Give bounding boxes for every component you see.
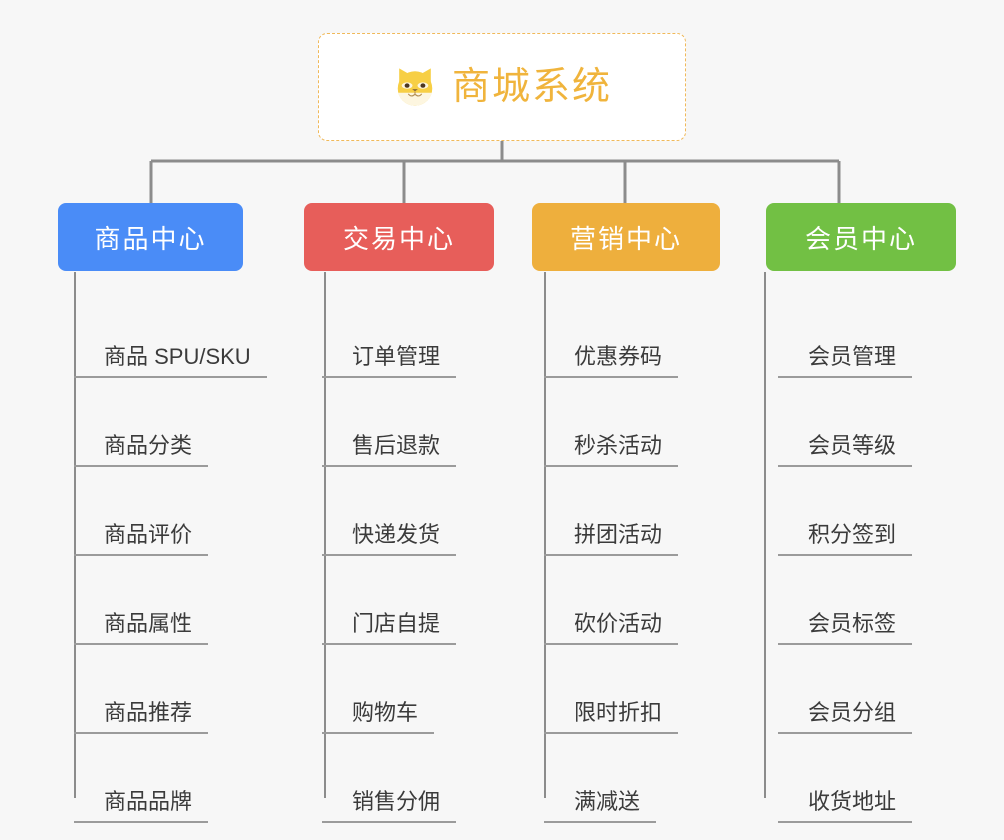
list-item[interactable]: 会员分组: [778, 645, 1004, 734]
list-item[interactable]: 商品分类: [74, 378, 251, 467]
leaf-list-member-center: 会员管理 会员等级 积分签到 会员标签 会员分组 收货地址: [778, 289, 1004, 823]
category-header-trade-center[interactable]: 交易中心: [304, 203, 494, 271]
dog-face-icon: [397, 68, 433, 109]
leaf-label: 门店自提: [322, 611, 457, 645]
list-item[interactable]: 销售分佣: [322, 734, 502, 823]
leaf-list-marketing-center: 优惠券码 秒杀活动 拼团活动 砍价活动 限时折扣 满减送: [544, 289, 753, 823]
leaf-label: 商品品牌: [74, 789, 209, 823]
leaf-list-trade-center: 订单管理 售后退款 快递发货 门店自提 购物车 销售分佣: [322, 289, 502, 823]
list-item[interactable]: 订单管理: [322, 289, 502, 378]
list-item[interactable]: 拼团活动: [544, 467, 753, 556]
leaf-label: 砍价活动: [544, 611, 679, 645]
list-item[interactable]: 商品评价: [74, 467, 251, 556]
leaf-label: 限时折扣: [544, 700, 679, 734]
leaf-label: 优惠券码: [544, 344, 679, 378]
columns-container: 商品中心 商品 SPU/SKU 商品分类 商品评价 商品属性 商品推荐 商品品牌…: [0, 203, 1004, 839]
leaf-label: 商品推荐: [74, 700, 209, 734]
list-item[interactable]: 购物车: [322, 645, 502, 734]
list-item[interactable]: 会员等级: [778, 378, 1004, 467]
leaf-label: 商品属性: [74, 611, 209, 645]
list-item[interactable]: 商品属性: [74, 556, 251, 645]
column-trade-center: 交易中心 订单管理 售后退款 快递发货 门店自提 购物车 销售分佣: [251, 203, 502, 839]
leaf-label: 秒杀活动: [544, 433, 679, 467]
leaf-label: 会员管理: [778, 344, 913, 378]
list-item[interactable]: 秒杀活动: [544, 378, 753, 467]
category-header-marketing-center[interactable]: 营销中心: [532, 203, 720, 271]
column-member-center: 会员中心 会员管理 会员等级 积分签到 会员标签 会员分组 收货地址: [753, 203, 1004, 839]
root-node-container: 商城系统: [0, 33, 1004, 141]
list-item[interactable]: 商品 SPU/SKU: [74, 289, 267, 378]
list-item[interactable]: 砍价活动: [544, 556, 753, 645]
leaf-label: 销售分佣: [322, 789, 457, 823]
list-item[interactable]: 收货地址: [778, 734, 1004, 823]
list-item[interactable]: 会员管理: [778, 289, 1004, 378]
list-item[interactable]: 限时折扣: [544, 645, 753, 734]
category-header-member-center[interactable]: 会员中心: [766, 203, 956, 271]
leaf-label: 商品分类: [74, 433, 209, 467]
leaf-list-product-center: 商品 SPU/SKU 商品分类 商品评价 商品属性 商品推荐 商品品牌: [74, 289, 267, 823]
column-marketing-center: 营销中心 优惠券码 秒杀活动 拼团活动 砍价活动 限时折扣 满减送: [502, 203, 753, 839]
leaf-label: 商品 SPU/SKU: [74, 344, 267, 378]
category-header-label: 商品中心: [94, 223, 207, 254]
leaf-label: 售后退款: [322, 433, 457, 467]
leaf-label: 满减送: [544, 789, 657, 823]
column-product-center: 商品中心 商品 SPU/SKU 商品分类 商品评价 商品属性 商品推荐 商品品牌: [0, 203, 267, 839]
category-header-product-center[interactable]: 商品中心: [58, 203, 243, 271]
category-header-label: 交易中心: [342, 223, 455, 254]
leaf-label: 会员分组: [778, 700, 913, 734]
list-item[interactable]: 优惠券码: [544, 289, 753, 378]
list-item[interactable]: 快递发货: [322, 467, 502, 556]
leaf-label: 订单管理: [322, 344, 457, 378]
category-header-label: 会员中心: [804, 223, 917, 254]
root-node[interactable]: 商城系统: [318, 33, 686, 141]
leaf-label: 收货地址: [778, 789, 913, 823]
leaf-label: 拼团活动: [544, 522, 679, 556]
root-title: 商城系统: [451, 66, 612, 108]
list-item[interactable]: 满减送: [544, 734, 753, 823]
leaf-label: 快递发货: [322, 522, 457, 556]
list-item[interactable]: 门店自提: [322, 556, 502, 645]
list-item[interactable]: 积分签到: [778, 467, 1004, 556]
list-item[interactable]: 商品品牌: [74, 734, 251, 823]
leaf-label: 会员标签: [778, 611, 913, 645]
leaf-label: 积分签到: [778, 522, 913, 556]
leaf-label: 会员等级: [778, 433, 913, 467]
leaf-label: 商品评价: [74, 522, 209, 556]
leaf-label: 购物车: [322, 700, 435, 734]
list-item[interactable]: 商品推荐: [74, 645, 251, 734]
category-header-label: 营销中心: [569, 223, 682, 254]
list-item[interactable]: 售后退款: [322, 378, 502, 467]
list-item[interactable]: 会员标签: [778, 556, 1004, 645]
